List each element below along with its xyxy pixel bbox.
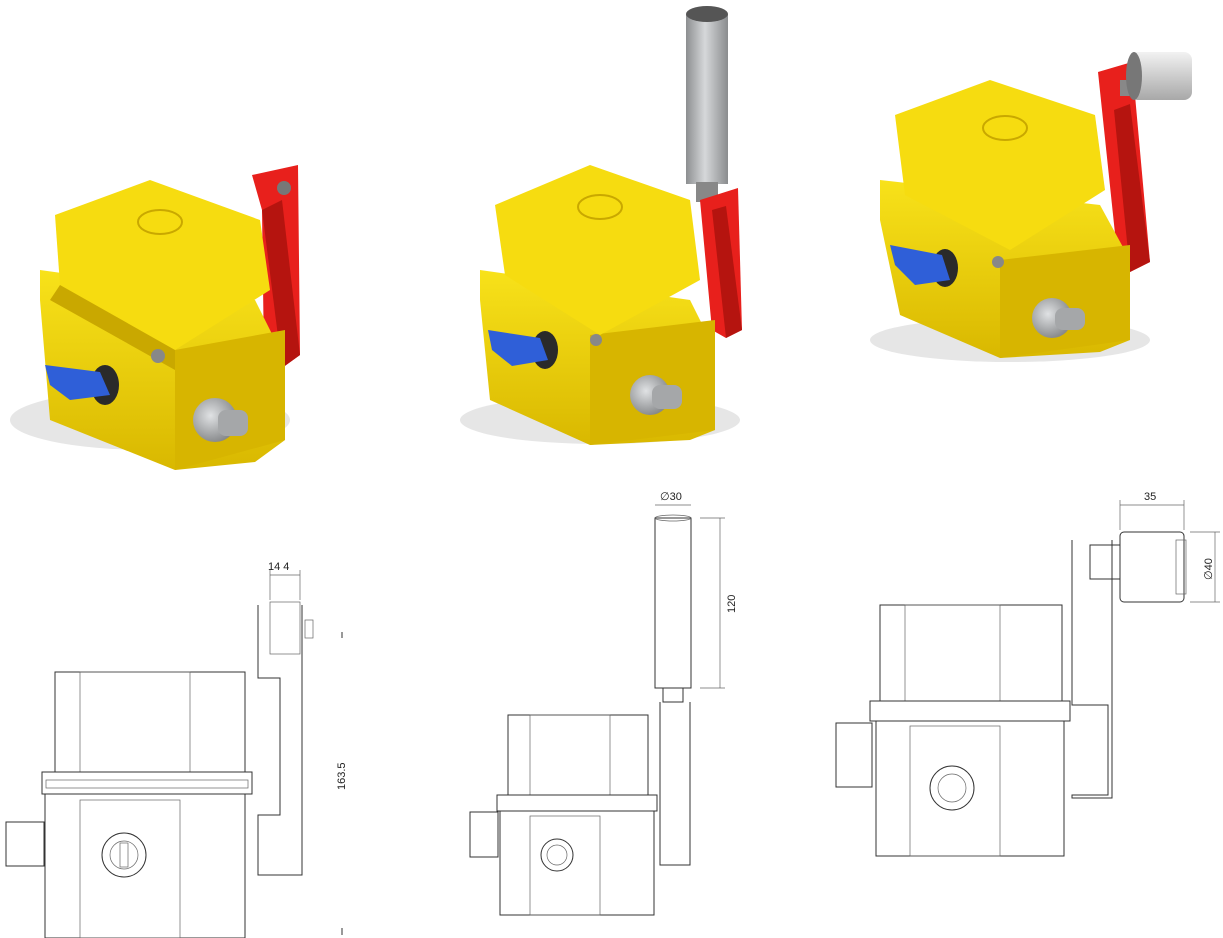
red-lever (252, 165, 300, 368)
dim-rod-length: 120 (726, 595, 738, 613)
logo-emblem-icon (982, 115, 1028, 141)
dim-roller-diameter: ∅40 (1203, 558, 1215, 580)
switch-housing-3 (880, 80, 1130, 358)
render-v3 (870, 52, 1192, 362)
blue-handle-3 (890, 245, 958, 287)
dim-rod-diameter: ∅30 (660, 491, 682, 503)
gland-icon (1032, 298, 1085, 338)
logo-emblem-icon (137, 209, 183, 235)
blue-handle-2 (488, 330, 558, 369)
blue-handle (45, 365, 119, 405)
render-v2 (460, 6, 742, 445)
logo-emblem-icon (577, 194, 623, 220)
switch-housing (40, 180, 285, 470)
drawing-v2: ∅30 120 (469, 491, 738, 916)
gland-icon (630, 375, 682, 415)
gland-icon (193, 398, 248, 442)
dim-height: 163.5 (336, 762, 348, 790)
render-v1 (10, 165, 300, 470)
drawing-v3: 35 ∅40 (835, 491, 1220, 857)
dim-roller-length: 35 (1144, 491, 1156, 503)
rod-lever (686, 6, 742, 338)
dim-roller-width: 14 4 (268, 561, 289, 573)
drawing-v1: 14 4 163.5 (5, 561, 348, 938)
roller-lever (1098, 52, 1192, 272)
